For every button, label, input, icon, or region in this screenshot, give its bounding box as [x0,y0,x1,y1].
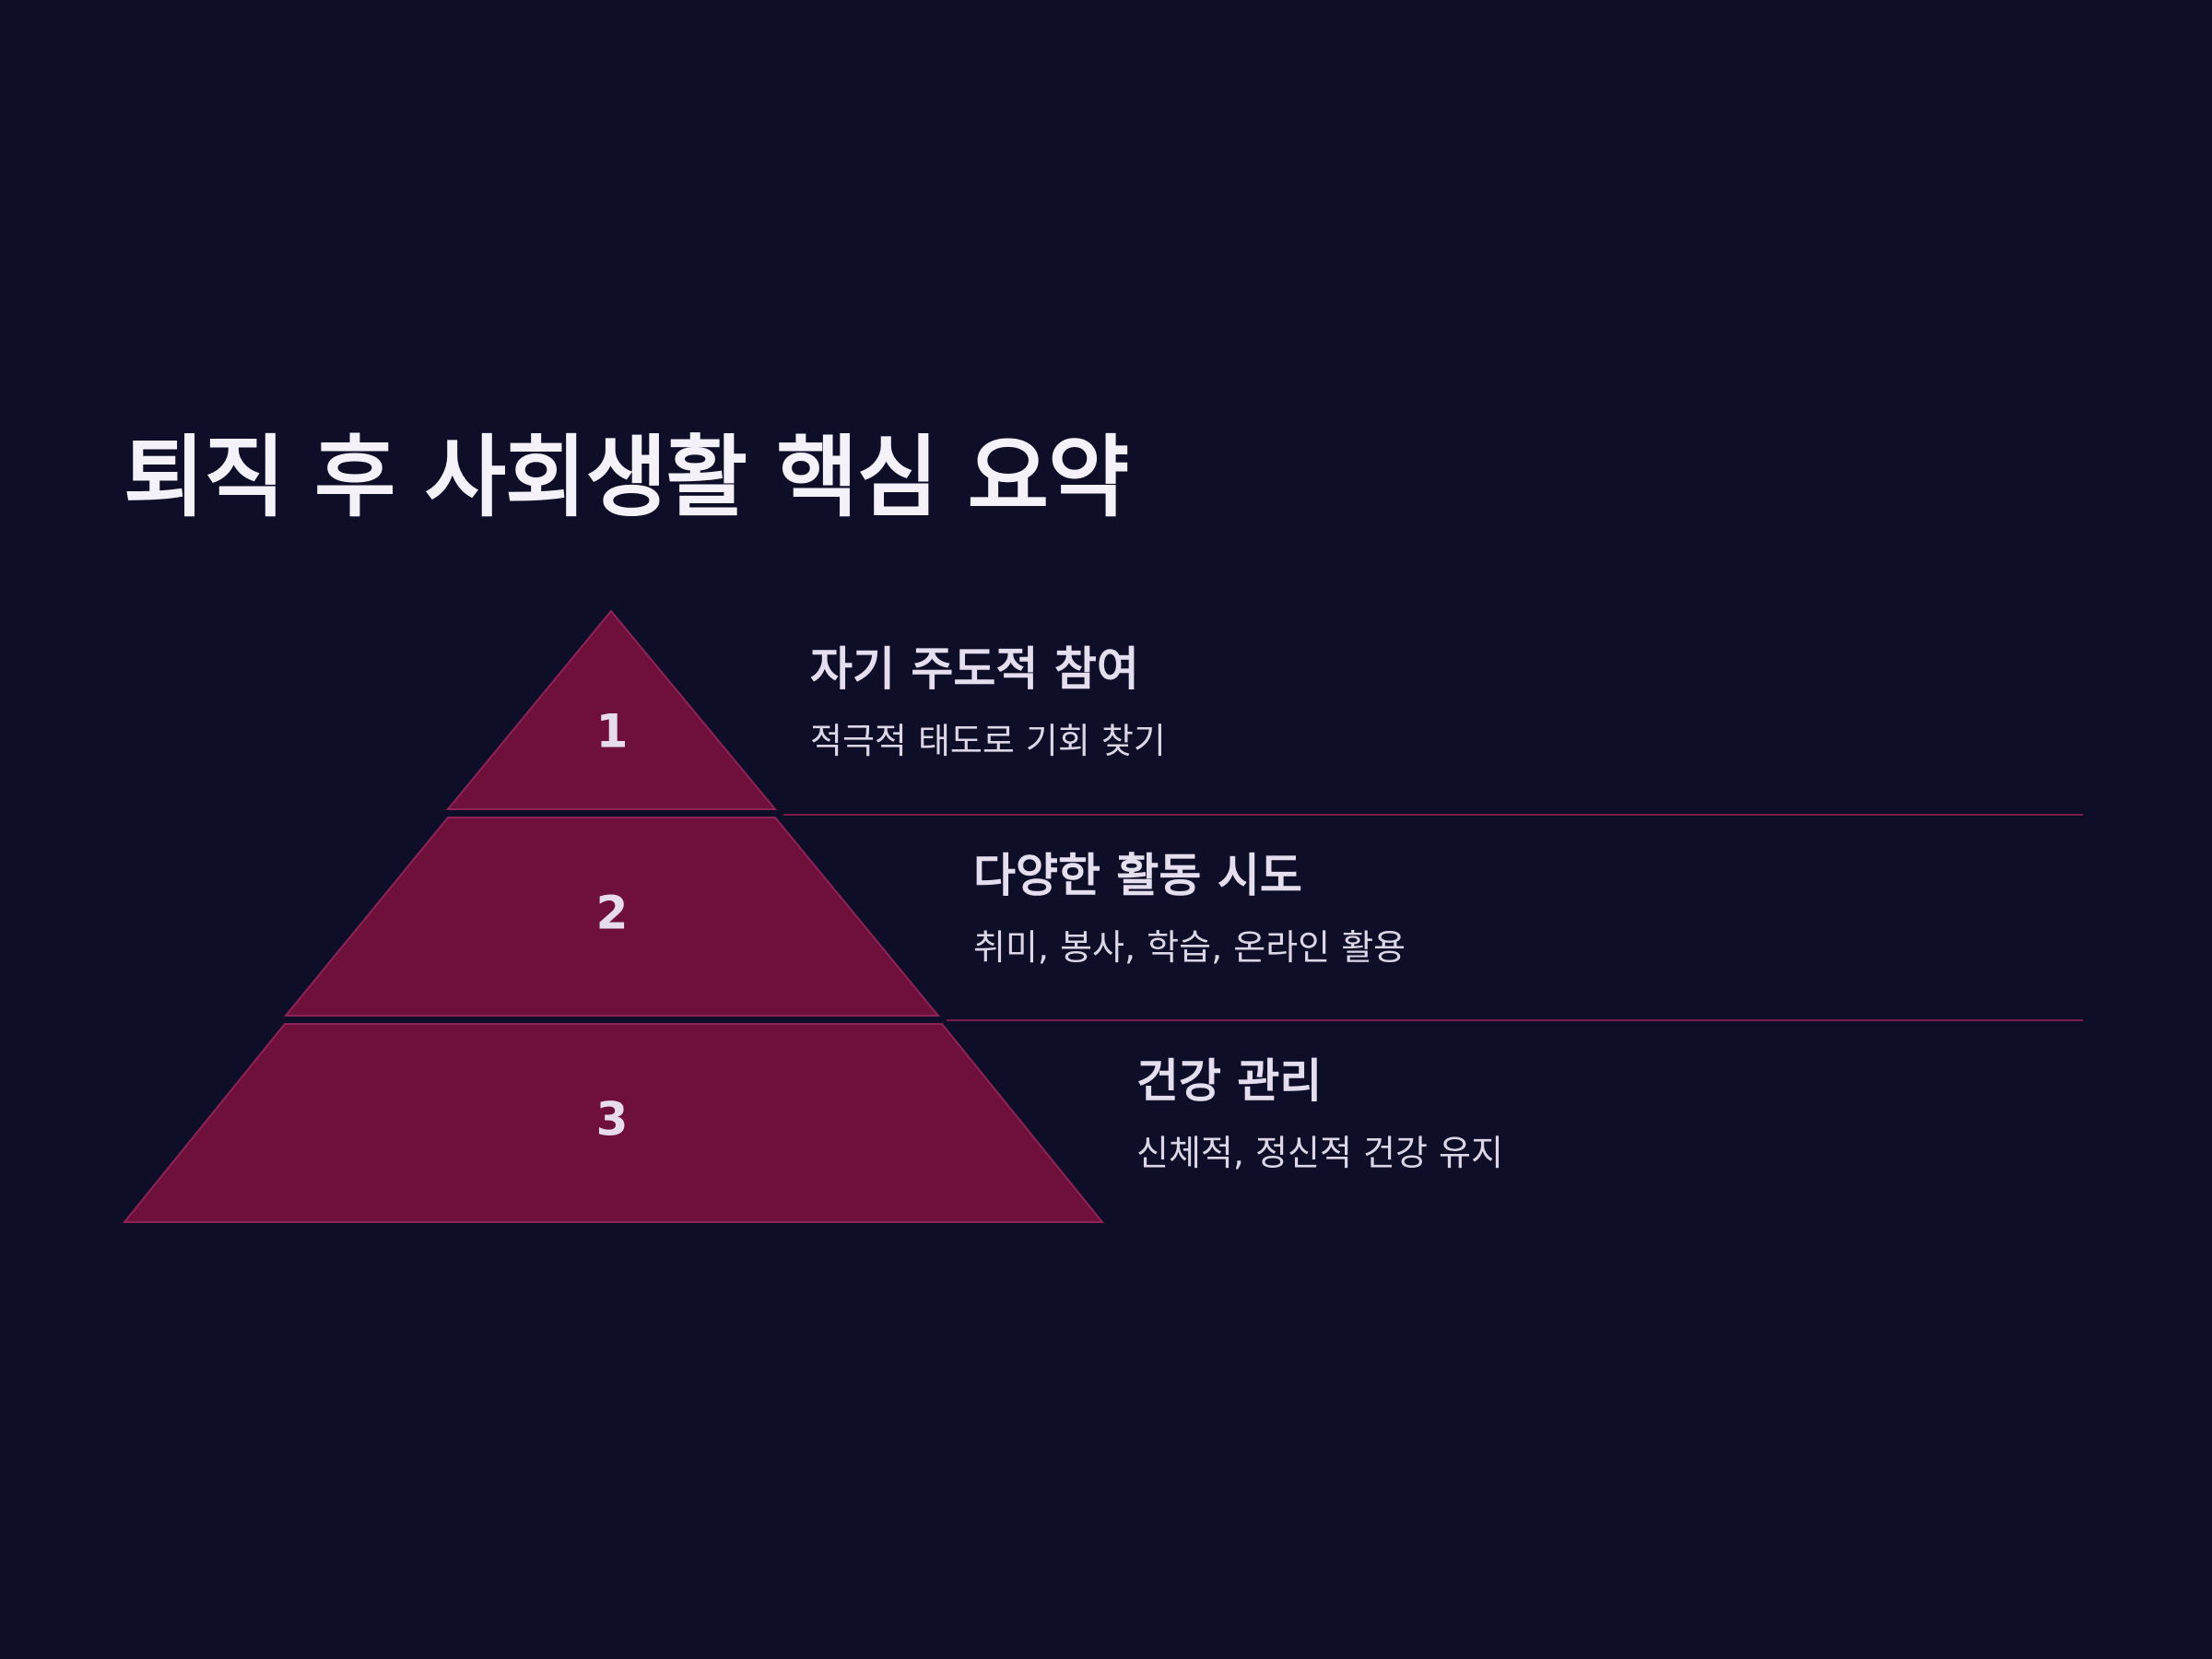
slide-title: 퇴직 후 사회생활 핵심 요약 [124,426,1129,529]
tier-heading-1: 자기 주도적 참여 [810,642,1139,696]
tier-number-2: 2 [596,887,629,940]
tier-description-2: 취미, 봉사, 학습, 온라인 활용 [973,927,1406,968]
pyramid-tier-1 [445,609,778,810]
pyramid-tier-2 [283,817,941,1017]
tier-description-3: 신체적, 정신적 건강 유지 [1136,1133,1503,1173]
tier-description-1: 적극적 태도로 기회 찾기 [810,721,1166,761]
pyramid-tier-3 [122,1023,1105,1223]
tier-number-3: 3 [596,1093,629,1147]
tier-heading-3: 건강 관리 [1136,1054,1323,1108]
tier-number-1: 1 [596,705,629,759]
tier-heading-2: 다양한 활동 시도 [973,849,1302,902]
